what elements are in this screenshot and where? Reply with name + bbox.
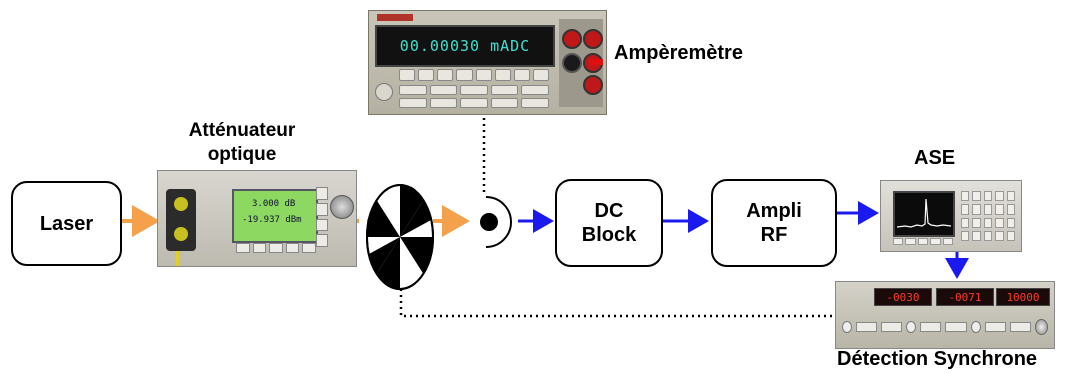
lockin-amplifier-device: -0030 -0071 10000 xyxy=(835,281,1055,349)
dc-block-label-line2: Block xyxy=(581,224,637,246)
attenuator-title-line2: optique xyxy=(207,144,277,165)
ase-title: ASE xyxy=(914,147,956,169)
photodiode-icon xyxy=(480,196,512,248)
ammeter-device: 00.00030 mADC xyxy=(368,10,607,115)
optical-attenuator-device: 3.000 dB -19.937 dBm xyxy=(157,170,357,267)
chopper-wheel xyxy=(366,184,434,290)
ampli-rf-label-line1: Ampli xyxy=(746,200,802,222)
spectrum-analyzer-device xyxy=(880,180,1022,252)
dc-block: DC Block xyxy=(555,179,663,267)
attenuator-title: Atténuateur optique xyxy=(172,119,312,167)
attenuator-knob xyxy=(330,195,354,219)
lockin-title: Détection Synchrone xyxy=(837,348,1038,370)
ammeter-keypad xyxy=(399,69,551,109)
ammeter-power-button xyxy=(375,83,393,101)
laser-label: Laser xyxy=(39,212,94,235)
ammeter-brand-badge xyxy=(377,14,413,21)
reference-wire xyxy=(399,289,840,318)
lockin-display-2: -0071 xyxy=(936,288,994,306)
ase-softkeys xyxy=(893,238,954,245)
laser-block: Laser xyxy=(11,181,122,266)
lockin-display-1: -0030 xyxy=(874,288,932,306)
attenuator-side-keys xyxy=(316,187,328,247)
lockin-knobs-row xyxy=(842,312,1049,342)
ammeter-title: Ampèremètre xyxy=(614,42,743,64)
ampli-rf-label-line2: RF xyxy=(760,224,788,246)
attenuator-title-line1: Atténuateur xyxy=(188,120,296,141)
ammeter-input-panel xyxy=(559,19,603,107)
attenuator-screen: 3.000 dB -19.937 dBm xyxy=(232,189,318,243)
ase-screen xyxy=(893,191,955,237)
dc-block-label-line1: DC xyxy=(594,200,624,222)
ase-trace xyxy=(896,198,952,228)
attenuator-fiber-cable xyxy=(176,251,179,266)
lockin-display-3: 10000 xyxy=(996,288,1050,306)
attenuator-fiber-ports xyxy=(166,189,196,251)
ammeter-display: 00.00030 mADC xyxy=(375,25,555,67)
ase-keypad xyxy=(961,191,1015,241)
ampli-rf-block: Ampli RF xyxy=(711,179,837,267)
attenuator-softkeys xyxy=(236,243,316,253)
